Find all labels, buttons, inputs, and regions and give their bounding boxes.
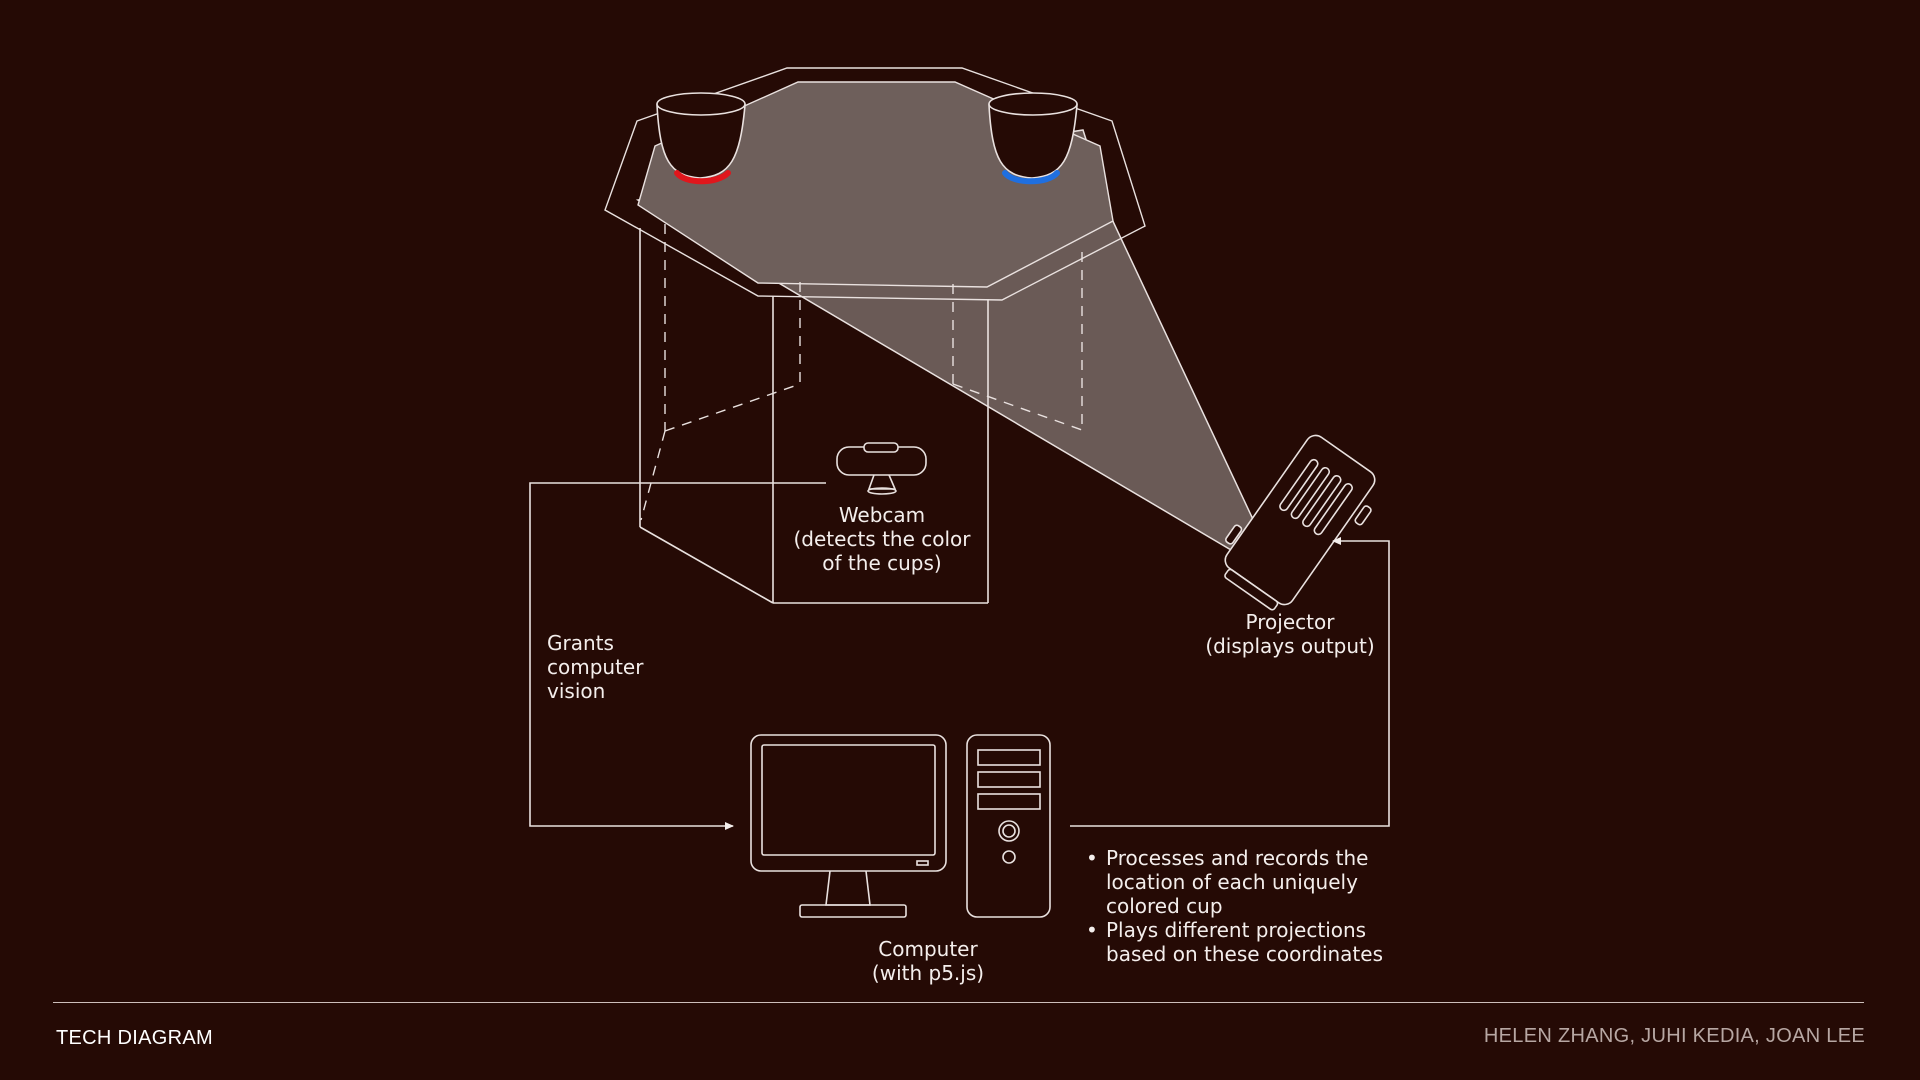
note-item: Processes and records the location of ea… (1085, 846, 1405, 918)
webcam-icon (836, 442, 927, 495)
webcam-label: Webcam (detects the color of the cups) (793, 503, 971, 575)
table-frame (604, 67, 1146, 301)
computer-tower-icon (966, 734, 1051, 918)
computer-notes: Processes and records the location of ea… (1085, 846, 1405, 966)
cup-right-color-marker (1002, 170, 1060, 185)
slide-title: TECH DIAGRAM (56, 1027, 213, 1049)
cup-icon (988, 92, 1078, 185)
monitor-icon (750, 734, 947, 918)
projector-icon (1224, 434, 1376, 611)
cup-icon (656, 92, 746, 185)
cup-left-color-marker (674, 170, 731, 185)
arrow-icon (529, 482, 826, 830)
footer-divider (53, 1002, 1864, 1003)
computer-label: Computer (with p5.js) (871, 937, 985, 985)
grants-label: Grants computer vision (547, 631, 644, 703)
author-credits: HELEN ZHANG, JUHI KEDIA, JOAN LEE (1483, 1025, 1865, 1047)
projector-label: Projector (displays output) (1205, 610, 1375, 658)
arrow-icon (1070, 537, 1390, 827)
note-item: Plays different projections based on the… (1085, 918, 1405, 966)
